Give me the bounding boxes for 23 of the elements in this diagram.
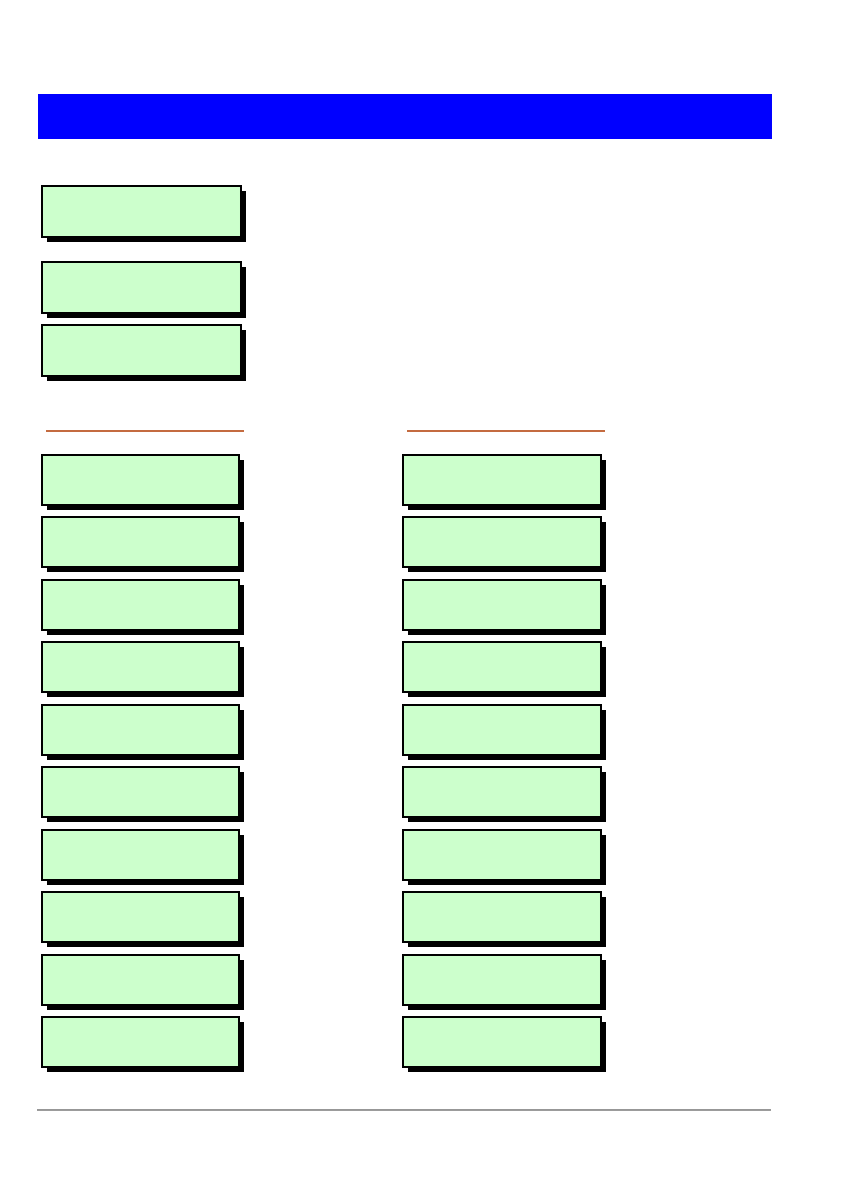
empty-box xyxy=(402,641,606,697)
empty-box xyxy=(402,766,606,822)
empty-box xyxy=(402,579,606,635)
empty-box xyxy=(41,891,244,947)
empty-box xyxy=(402,516,606,572)
empty-box xyxy=(41,641,244,697)
empty-box xyxy=(41,579,244,635)
empty-box xyxy=(402,954,606,1010)
empty-box xyxy=(402,1016,606,1072)
empty-box xyxy=(41,766,244,822)
empty-box xyxy=(41,954,244,1010)
empty-box xyxy=(41,185,246,242)
empty-box xyxy=(41,454,244,510)
empty-box xyxy=(41,704,244,760)
empty-box xyxy=(41,324,246,381)
empty-box xyxy=(41,261,246,318)
empty-box xyxy=(41,829,244,885)
empty-box xyxy=(402,454,606,510)
empty-box xyxy=(41,1016,244,1072)
empty-box xyxy=(402,829,606,885)
empty-box xyxy=(402,704,606,760)
empty-box xyxy=(402,891,606,947)
empty-box xyxy=(41,516,244,572)
